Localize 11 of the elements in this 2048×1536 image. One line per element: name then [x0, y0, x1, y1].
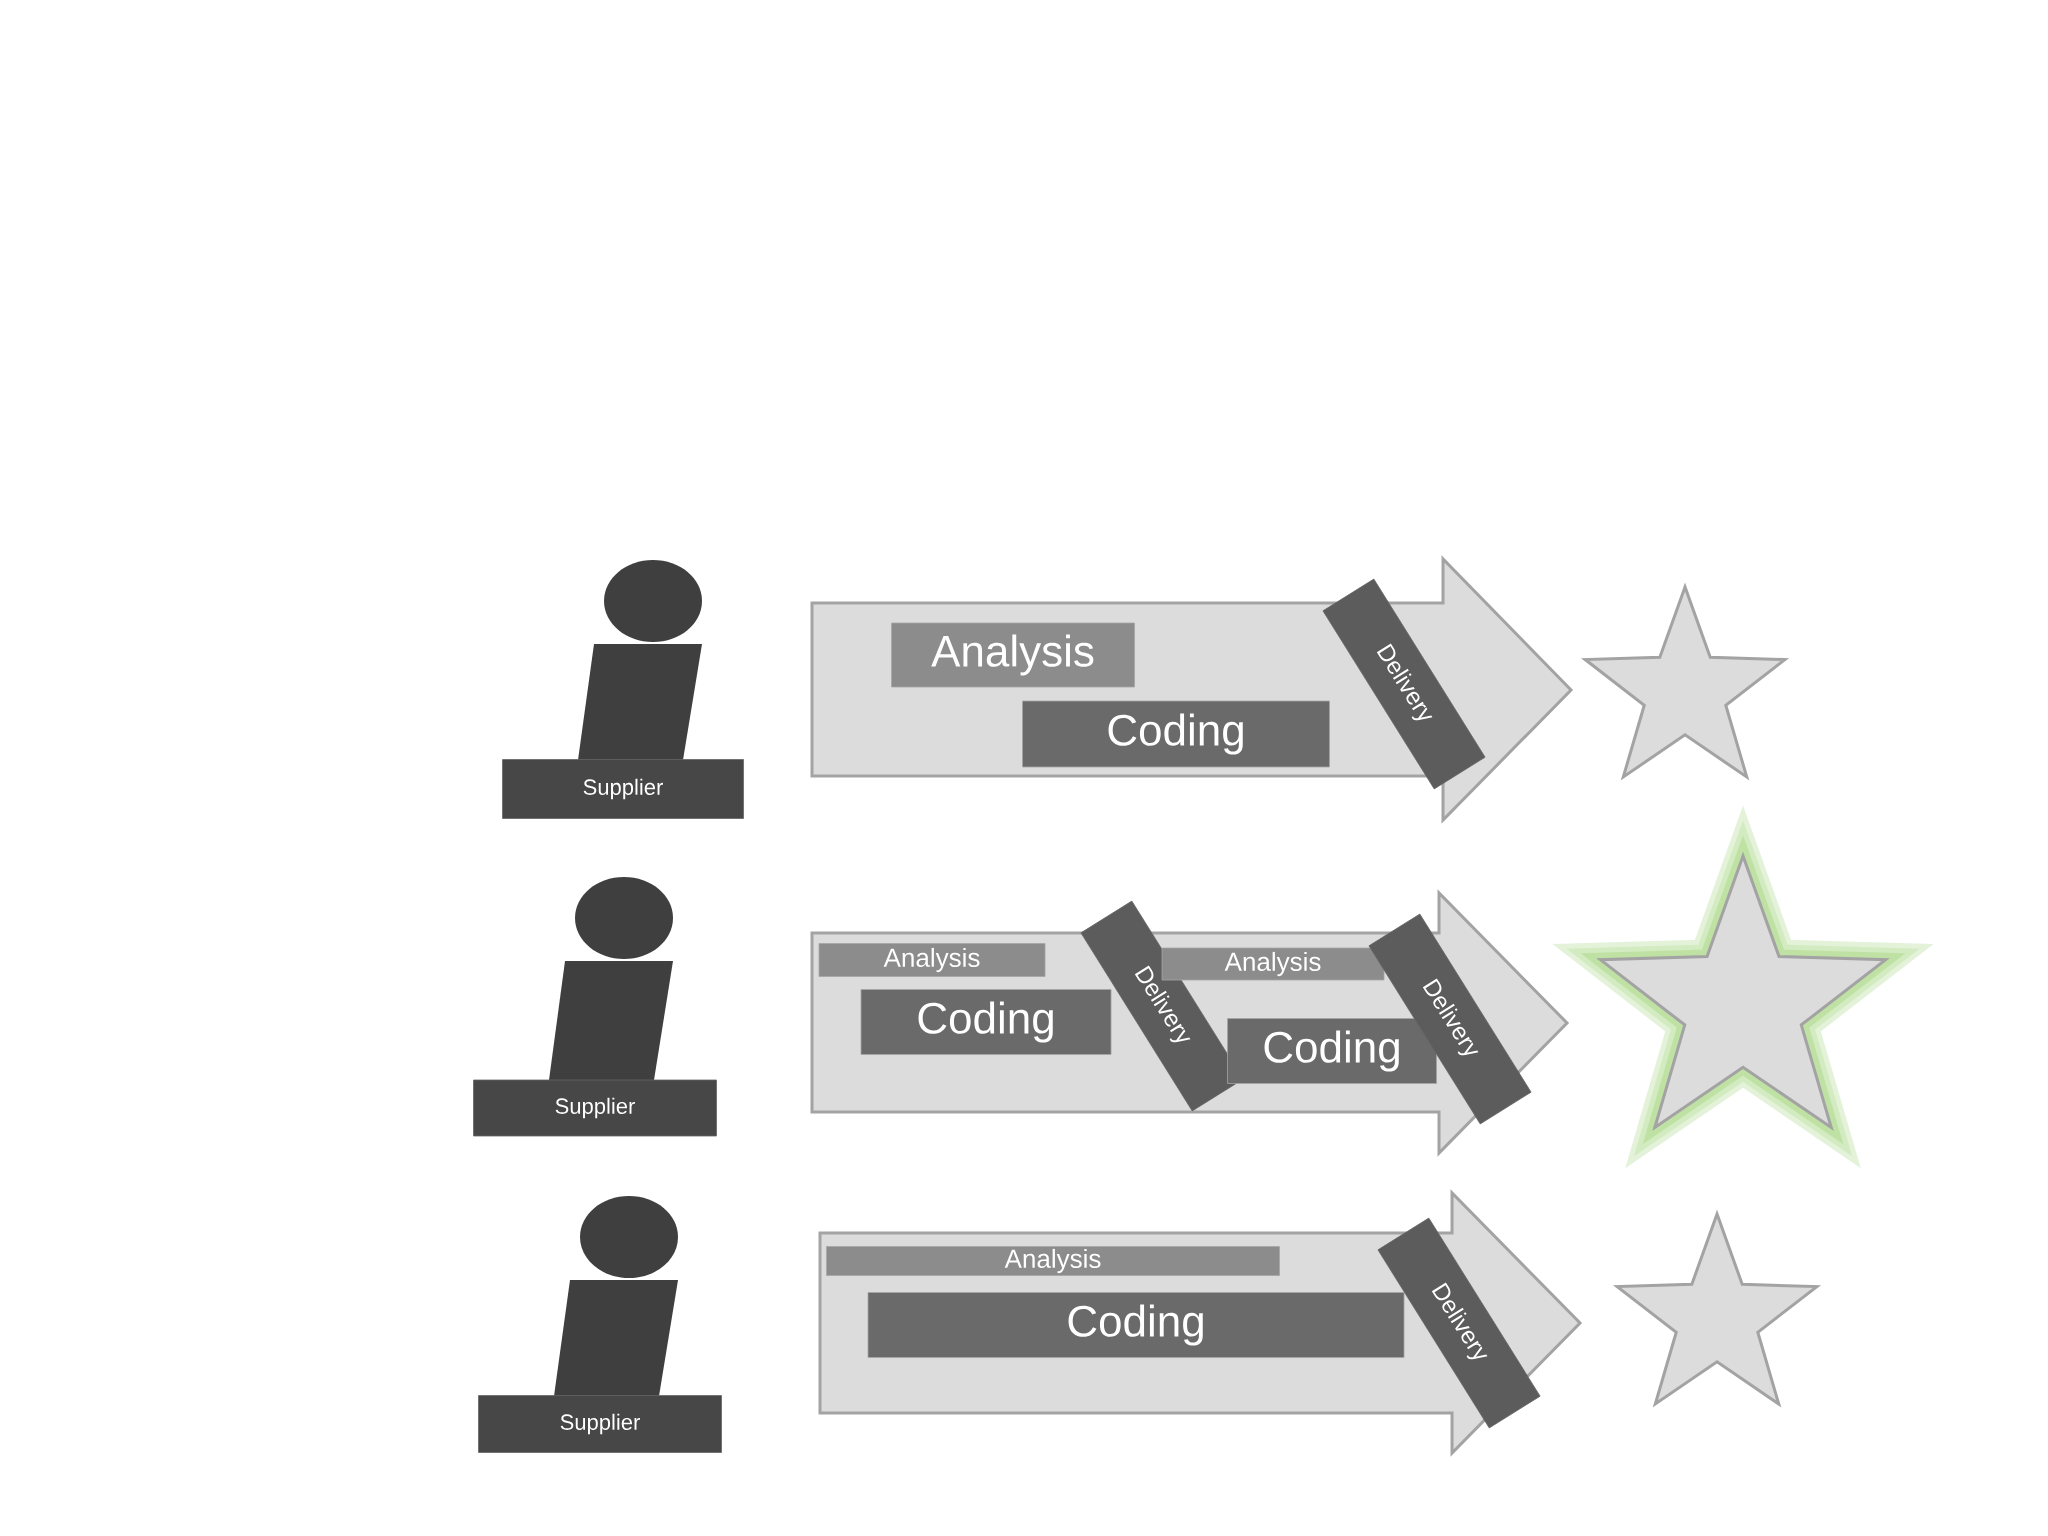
supplier-label: Supplier	[478, 1395, 722, 1453]
supplier-label: Supplier	[502, 759, 744, 819]
phase-box: Analysis	[891, 622, 1135, 688]
phase-box: Coding	[1022, 700, 1330, 768]
supplier-label: Supplier	[473, 1079, 717, 1137]
phase-box: Analysis	[826, 1246, 1280, 1276]
phase-box: Coding	[867, 1292, 1405, 1358]
phase-box: Coding	[860, 989, 1112, 1055]
phase-box: Coding	[1227, 1018, 1437, 1084]
phase-box: Analysis	[818, 943, 1046, 977]
phase-box: Analysis	[1161, 947, 1385, 981]
